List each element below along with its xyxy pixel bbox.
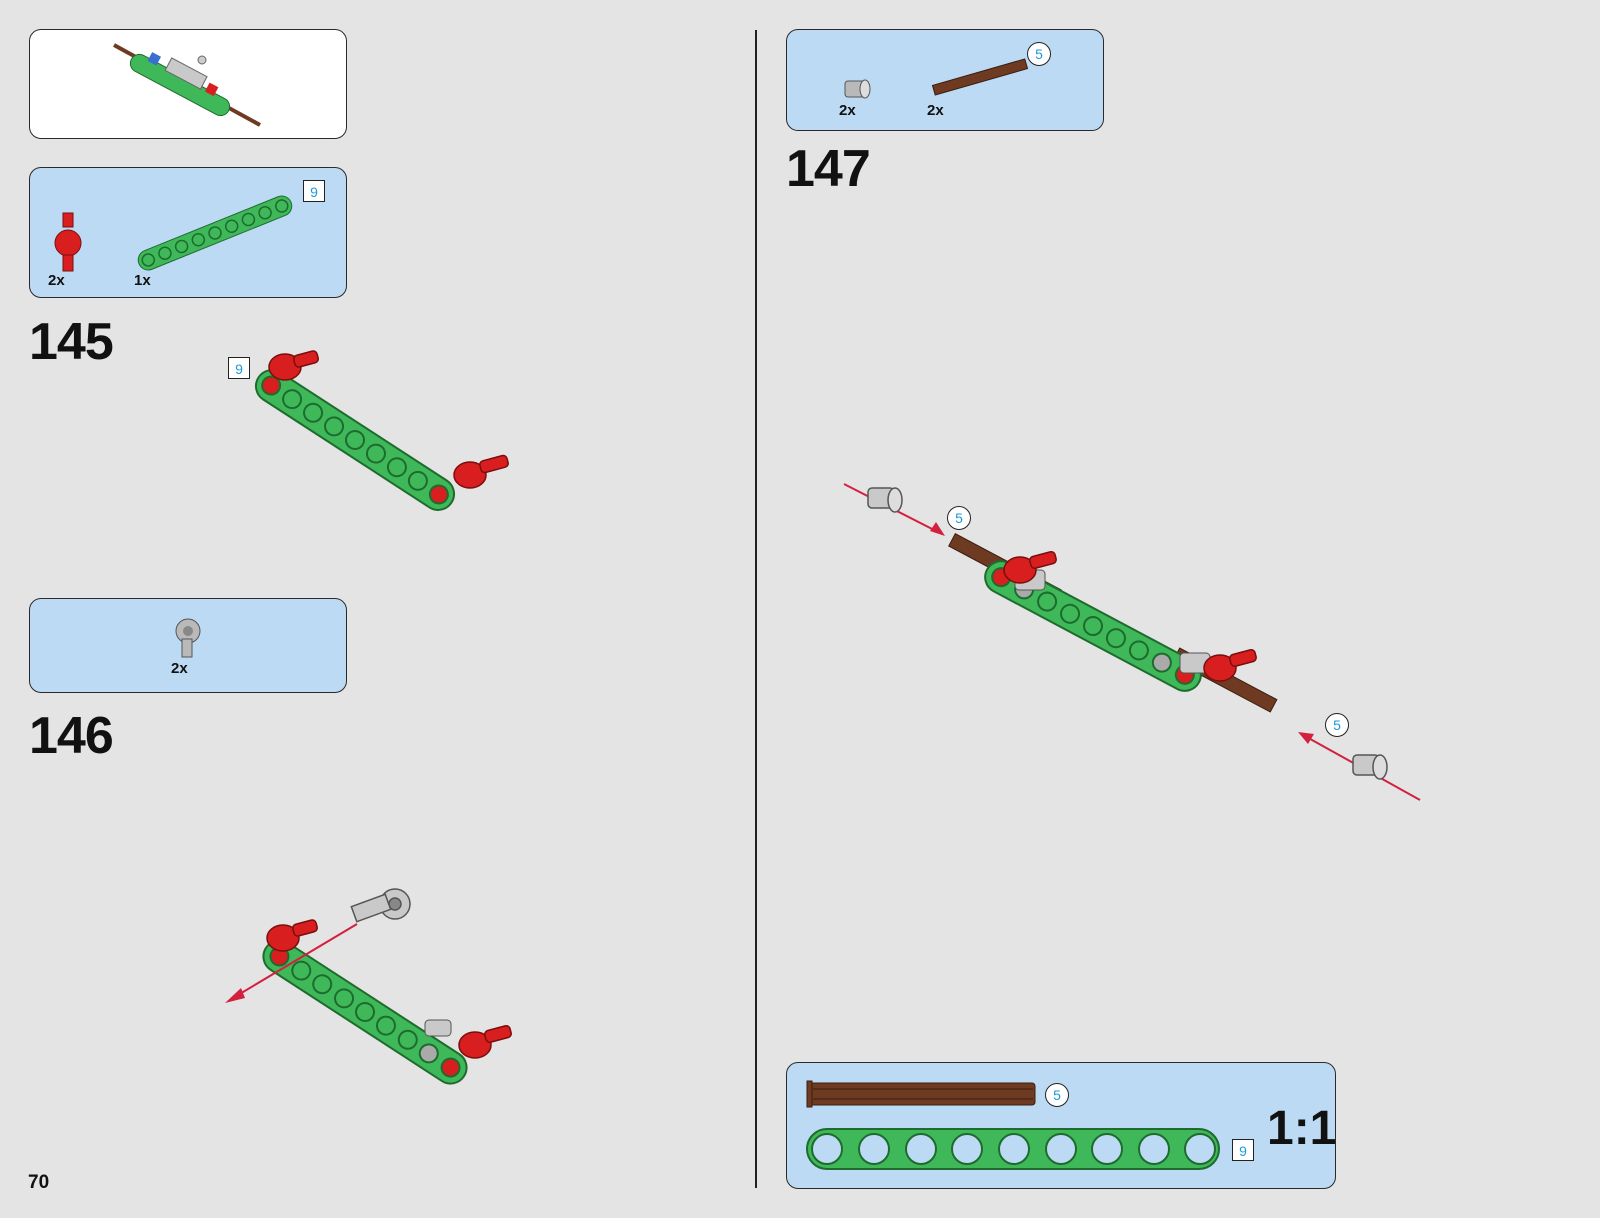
axle-length-badge: 5 xyxy=(1325,713,1349,737)
scale-reference-box: 5 9 1:1 xyxy=(786,1062,1336,1189)
scale-beam-image xyxy=(805,1127,1225,1173)
axle-length-badge: 5 xyxy=(1045,1083,1069,1107)
page-number: 70 xyxy=(28,1172,49,1194)
gray-connector-part-image xyxy=(170,614,210,664)
step-145-assembly-image xyxy=(230,345,530,535)
part-quantity: 2x xyxy=(171,660,188,677)
step-number: 147 xyxy=(786,143,870,195)
part-length-badge: 9 xyxy=(303,180,325,202)
axle-length-badge: 5 xyxy=(1027,42,1051,66)
green-beam-part-image xyxy=(130,188,300,278)
preview-box xyxy=(29,29,347,139)
axle-length-badge: 5 xyxy=(947,506,971,530)
step-147-assembly-image xyxy=(840,470,1440,810)
page-divider xyxy=(755,30,757,1188)
scale-label: 1:1 xyxy=(1267,1105,1336,1153)
step-146-parts-callout: 2x xyxy=(29,598,347,693)
bush-part-image xyxy=(839,75,879,105)
scale-axle-image xyxy=(805,1079,1040,1109)
step-number: 145 xyxy=(29,316,113,368)
preview-assembly-image xyxy=(30,30,348,140)
brown-axle-part-image xyxy=(925,52,1035,102)
step-number: 146 xyxy=(29,710,113,762)
beam-length-badge: 9 xyxy=(1232,1139,1254,1161)
part-quantity: 2x xyxy=(839,102,856,119)
step-147-parts-callout: 2x 2x 5 xyxy=(786,29,1104,131)
part-quantity: 2x xyxy=(48,272,65,289)
part-quantity: 2x xyxy=(927,102,944,119)
step-146-assembly-image xyxy=(225,880,535,1100)
step-145-parts-callout: 2x 1x 9 xyxy=(29,167,347,298)
part-quantity: 1x xyxy=(134,272,151,289)
